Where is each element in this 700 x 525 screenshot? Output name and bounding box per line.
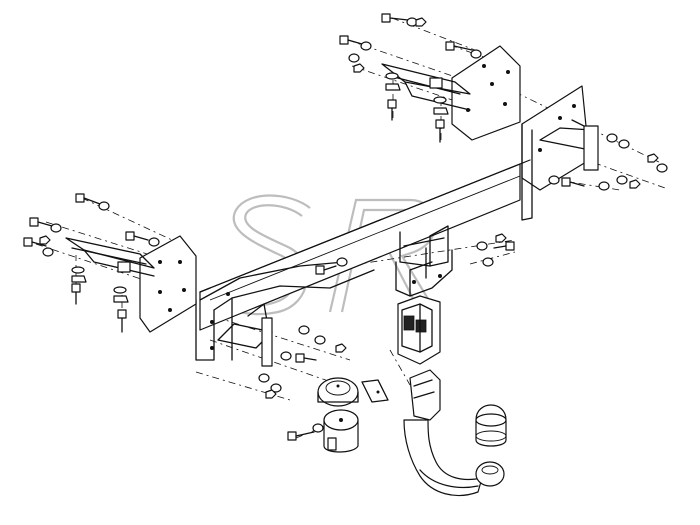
bolt	[493, 241, 515, 251]
bolt	[295, 353, 317, 363]
right-side-plate	[521, 85, 599, 221]
washer	[598, 181, 610, 191]
washer	[618, 139, 630, 149]
washer	[656, 163, 668, 173]
washer	[606, 133, 618, 143]
washer	[314, 335, 326, 345]
washer	[298, 325, 310, 335]
nut	[495, 233, 507, 243]
washer	[470, 49, 482, 59]
bolt	[29, 217, 53, 227]
nut	[415, 17, 427, 27]
nut	[113, 295, 129, 303]
washer-nut-set	[39, 17, 668, 433]
washer	[548, 175, 560, 185]
center-hitch-bracket	[395, 225, 453, 297]
washer	[270, 383, 282, 393]
washer	[482, 257, 494, 267]
electrical-socket	[317, 377, 389, 453]
upper-right-mounting-plate	[381, 45, 521, 141]
nut	[385, 83, 401, 91]
bolt	[287, 431, 315, 441]
nut	[353, 63, 365, 73]
bolt-set	[23, 13, 585, 441]
washer	[312, 423, 324, 433]
nut	[71, 275, 87, 283]
tow-ball-neck	[403, 369, 505, 497]
nut	[629, 179, 641, 189]
bolt	[125, 231, 149, 241]
bolt	[23, 237, 47, 247]
nut	[39, 235, 51, 245]
bolt	[561, 177, 585, 187]
washer	[616, 175, 628, 185]
washer	[360, 41, 372, 51]
washer	[113, 286, 127, 294]
nut	[335, 343, 347, 353]
washer	[258, 373, 270, 383]
left-mounting-plate	[65, 235, 197, 333]
washer	[336, 257, 348, 267]
bolt	[387, 99, 397, 121]
nut	[647, 153, 659, 163]
washer	[348, 53, 360, 63]
washer	[98, 201, 110, 211]
bolt	[117, 309, 127, 333]
washer	[71, 266, 85, 274]
washer	[50, 223, 62, 233]
socket-mount-plate	[397, 295, 441, 365]
bolt	[315, 265, 337, 275]
bolt	[71, 283, 81, 305]
washer	[148, 237, 160, 247]
bolt	[75, 193, 101, 205]
tow-ball-cap	[475, 404, 507, 447]
washer	[280, 351, 292, 361]
nut	[433, 107, 449, 115]
bolt	[339, 35, 363, 45]
washer	[433, 96, 447, 104]
nut	[265, 389, 277, 399]
main-cross-beam	[195, 159, 531, 367]
bolt	[445, 41, 473, 51]
washer	[385, 72, 399, 80]
bolt	[381, 13, 409, 23]
washer	[42, 247, 54, 257]
bolt	[435, 119, 445, 143]
washer	[476, 241, 488, 251]
